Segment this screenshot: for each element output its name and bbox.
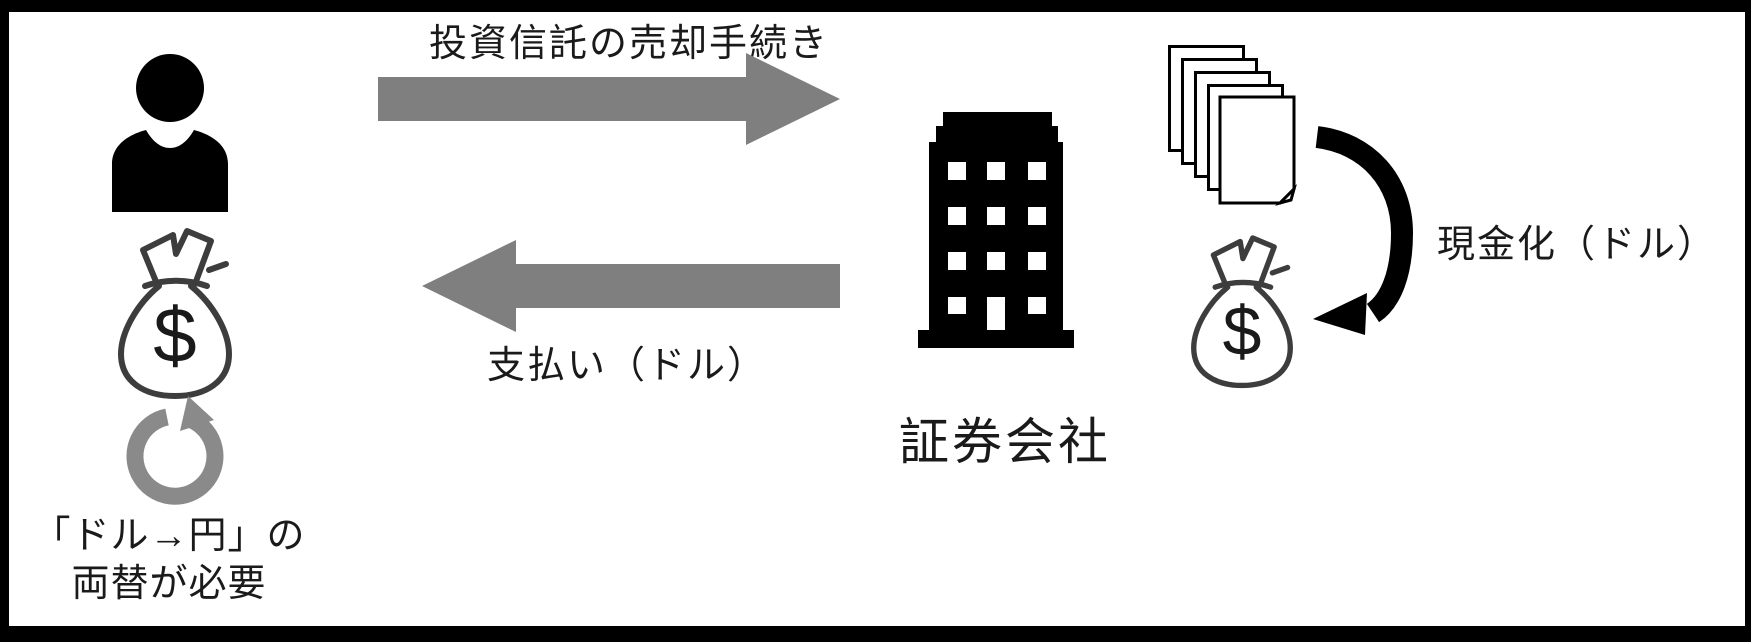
exchange-note: 「ドル→円」の 両替が必要 [19,512,319,608]
dollar-sign: $ [1223,292,1262,370]
sell-procedure-label: 投資信託の売却手続き [428,23,829,65]
money-bag-dollar-icon: $ [118,228,232,399]
right-arrow-icon [378,53,840,145]
curved-arrow-icon [1313,126,1414,335]
payment-label: 支払い（ドル） [486,345,767,387]
office-building-icon [918,112,1074,348]
left-arrow-icon [422,240,840,332]
exchange-note-line2: 両替が必要 [71,563,267,605]
person-icon [112,54,228,212]
refresh-cycle-icon [126,396,224,505]
dollar-sign: $ [153,291,196,379]
money-bag-dollar-icon: $ [1191,235,1293,389]
exchange-note-line1: 「ドル→円」の [32,515,306,557]
document-stack-icon [1168,45,1297,206]
securities-company-label: 証券会社 [899,414,1111,470]
cash-conversion-label: 現金化（ドル） [1436,224,1717,266]
